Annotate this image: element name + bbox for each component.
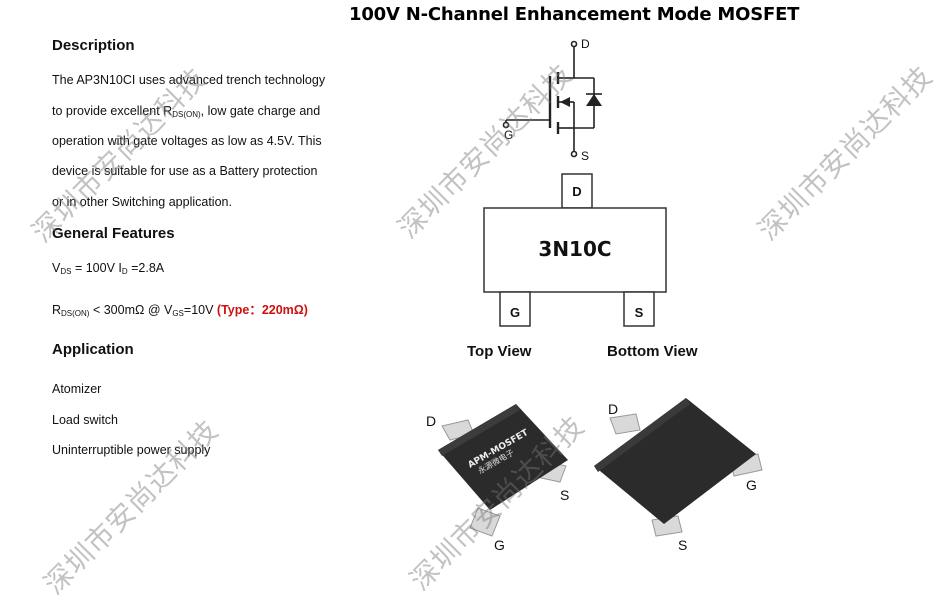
watermark-text: 深圳市安尚达科技 [37, 413, 225, 601]
application-item: Uninterruptible power supply [52, 443, 211, 457]
package-pin-s: S [635, 305, 644, 320]
chip-photo-top-view: APM-MOSFET 永源微电子 D S G [426, 404, 569, 553]
schematic-label-g: G [504, 128, 513, 142]
package-pin-d: D [572, 184, 581, 199]
package-outline-diagram: D 3N10C G S [483, 173, 667, 327]
feature-vgs-sub: GS [172, 309, 184, 318]
description-line-2-pre: to provide excellent R [52, 104, 173, 118]
package-pin-g: G [510, 305, 520, 320]
schematic-label-s: S [581, 149, 589, 163]
chip-bottom-pin-g: G [746, 477, 757, 493]
description-heading: Description [52, 37, 135, 54]
feature-vgs-value: =10V [183, 303, 217, 317]
mosfet-schematic-symbol: D G S [502, 37, 602, 163]
feature-vds-value: = 100V I [71, 261, 122, 275]
feature-rdson-symbol: R [52, 303, 62, 317]
chip-top-pin-s: S [560, 487, 569, 503]
description-line-2-post: , low gate charge and [200, 104, 321, 118]
bottom-view-label: Bottom View [607, 343, 698, 360]
feature-id-value: =2.8A [127, 261, 165, 275]
chip-photo-bottom-view: D G S [594, 398, 763, 553]
package-marking: 3N10C [538, 237, 611, 261]
watermark-text: 深圳市安尚达科技 [751, 59, 939, 247]
feature-rdson-sub: DS(ON) [61, 309, 90, 318]
description-line-3: operation with gate voltages as low as 4… [52, 134, 322, 148]
feature-typical-value: (Type：220mΩ) [216, 303, 308, 317]
features-heading: General Features [52, 225, 175, 242]
feature-vds-id: VDS = 100V ID =2.8A [52, 261, 164, 276]
feature-rdson-value: < 300mΩ @ V [89, 303, 173, 317]
schematic-label-d: D [581, 37, 590, 51]
chip-top-pin-d: D [426, 413, 436, 429]
page-title: 100V N-Channel Enhancement Mode MOSFET [349, 4, 800, 25]
description-line-5: or in other Switching application. [52, 195, 232, 209]
feature-id-sub: D [121, 267, 128, 276]
chip-bottom-pin-d: D [608, 401, 618, 417]
description-line-2: to provide excellent RDS(ON), low gate c… [52, 104, 320, 119]
rdson-subscript: DS(ON) [172, 110, 201, 119]
chip-bottom-pin-s: S [678, 537, 687, 553]
description-line-1: The AP3N10CI uses advanced trench techno… [52, 73, 326, 87]
application-heading: Application [52, 341, 134, 358]
application-item: Atomizer [52, 382, 102, 396]
chip-top-pin-g: G [494, 537, 505, 553]
description-line-4: device is suitable for use as a Battery … [52, 164, 318, 178]
feature-rdson: RDS(ON) < 300mΩ @ VGS=10V (Type：220mΩ) [52, 299, 308, 318]
feature-vds-sub: DS [60, 267, 72, 276]
application-item: Load switch [52, 413, 119, 427]
top-view-label: Top View [467, 343, 532, 360]
feature-vds-symbol: V [52, 261, 61, 275]
